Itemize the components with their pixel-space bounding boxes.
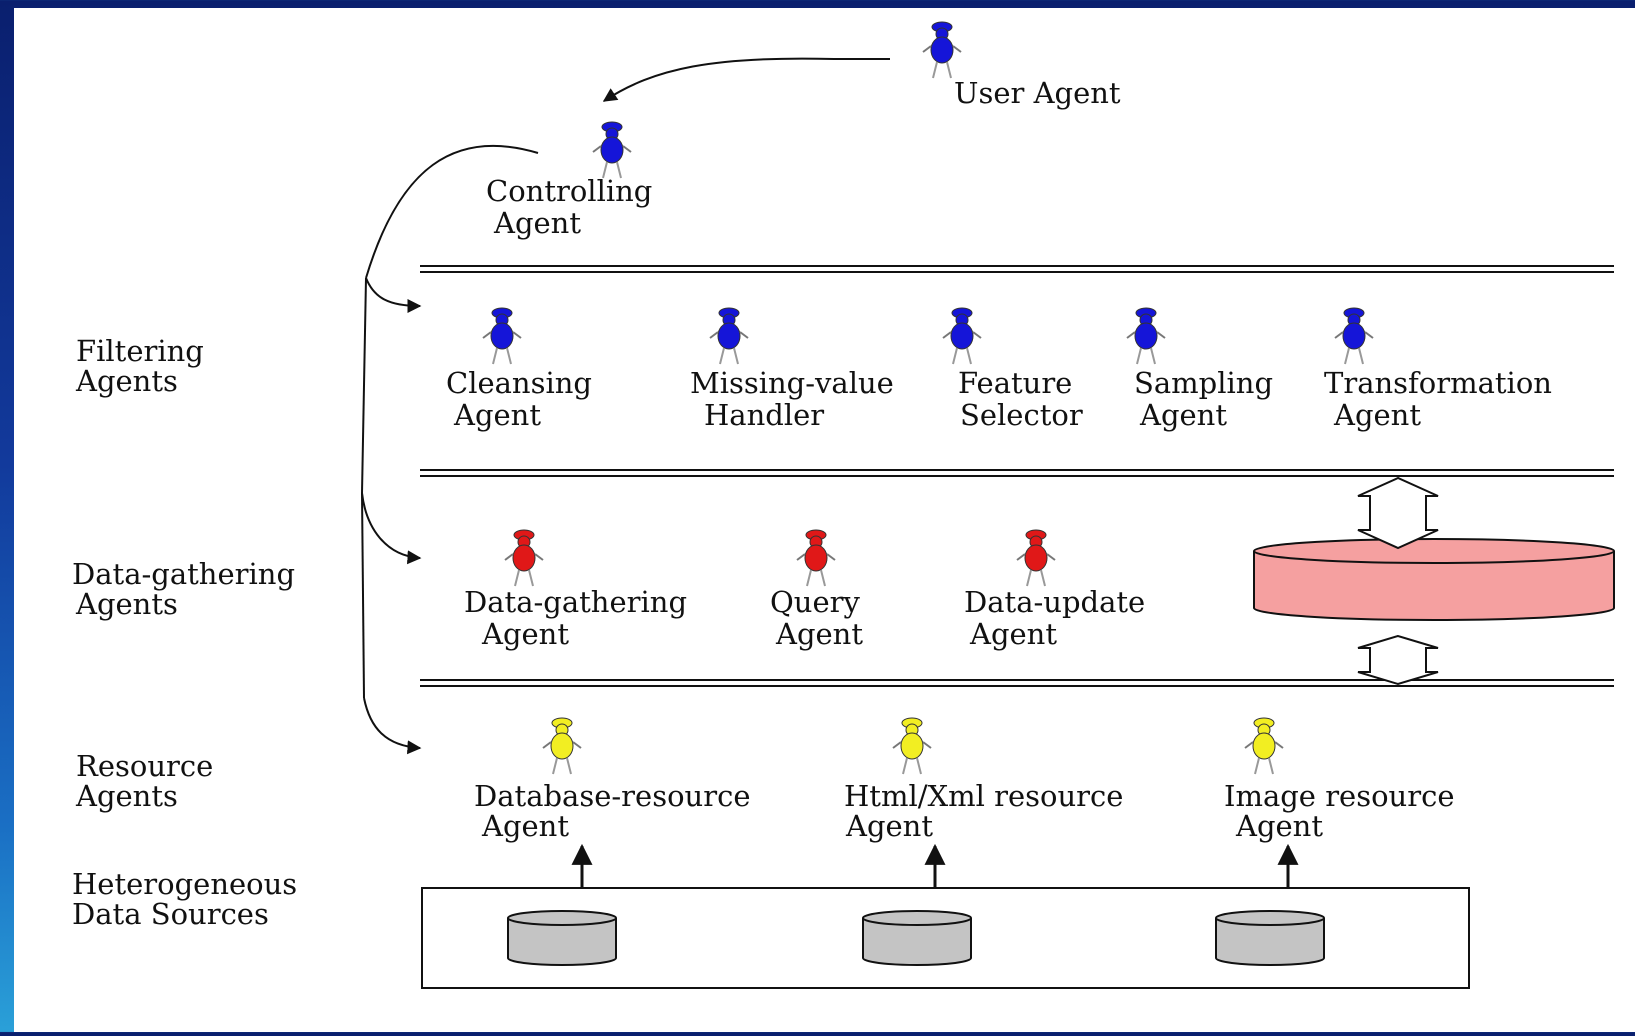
data-gathering-agent-label-line2: Agent [481,617,569,651]
controlling-agent-figure-icon [592,121,632,179]
database-resource-agent-figure-icon [542,717,582,775]
cleansing-agent-label-line1: Cleansing [446,366,592,400]
architecture-diagram: Filtering Agents Data-gathering Agents R… [72,21,1615,989]
data-source-cylinder-icon [1215,910,1325,966]
cleansing-agent-label-line2: Agent [453,398,541,432]
feature-selector-label-line2: Selector [960,398,1083,432]
user-to-controller-arrow [602,57,890,102]
image-resource-agent-label-line2: Agent [1235,809,1323,843]
html-xml-resource-agent-label-line1: Html/Xml resource [844,779,1123,813]
data-gathering-layer-label-line1: Data-gathering [72,557,295,591]
query-agent-figure-icon [796,529,836,587]
data-source-cylinder-icon [862,910,972,966]
missing-value-handler-label-line1: Missing-value [690,366,894,400]
filtering-layer-label-line1: Filtering [76,334,204,368]
filtering-layer-label-line2: Agents [75,364,178,398]
image-resource-agent-figure-icon [1244,717,1284,775]
cleansing-agent-figure-icon [482,307,522,365]
repository-cylinder [1253,538,1615,621]
missing-value-handler-label-line2: Handler [704,398,824,432]
feature-selector-figure-icon [942,307,982,365]
controlling-agent-label-line1: Controlling [486,174,652,208]
data-gathering-layer-label-line2: Agents [75,587,178,621]
user-agent-figure-icon [922,21,962,79]
image-resource-agent-label-line1: Image resource [1224,779,1455,813]
database-resource-agent-label-line1: Database-resource [474,779,751,813]
repository-upper-double-arrow [1357,476,1439,550]
query-agent-label-line2: Agent [775,617,863,651]
html-xml-resource-agent-figure-icon [892,717,932,775]
transformation-agent-figure-icon [1334,307,1374,365]
data-sources-layer-label-line2: Data Sources [72,897,269,931]
query-agent-label-line1: Query [770,585,860,619]
database-resource-agent-label-line2: Agent [481,809,569,843]
data-update-agent-label-line1: Data-update [964,585,1145,619]
data-sources-layer-label-line1: Heterogeneous [72,867,297,901]
feature-selector-label-line1: Feature [958,366,1072,400]
layer-separators [420,265,1614,687]
data-gathering-agent-figure-icon [504,529,544,587]
user-agent-label: User Agent [954,76,1121,110]
controlling-agent-label-line2: Agent [493,206,581,240]
data-source-cylinder-icon [507,910,617,966]
missing-value-handler-figure-icon [709,307,749,365]
data-gathering-agent-label-line1: Data-gathering [464,585,687,619]
data-update-agent-figure-icon [1016,529,1056,587]
sampling-agent-label-line2: Agent [1139,398,1227,432]
controller-dispatch-arrows [361,144,539,755]
data-update-agent-label-line2: Agent [969,617,1057,651]
html-xml-resource-agent-label-line2: Agent [845,809,933,843]
transformation-agent-label-line1: Transformation [1324,366,1552,400]
resource-layer-label-line2: Agents [75,779,178,813]
resource-layer-label-line1: Resource [76,749,213,783]
diagram-canvas: Filtering Agents Data-gathering Agents R… [14,8,1635,1032]
sampling-agent-figure-icon [1126,307,1166,365]
repository-lower-double-arrow [1357,634,1439,686]
sampling-agent-label-line1: Sampling [1134,366,1273,400]
transformation-agent-label-line2: Agent [1333,398,1421,432]
